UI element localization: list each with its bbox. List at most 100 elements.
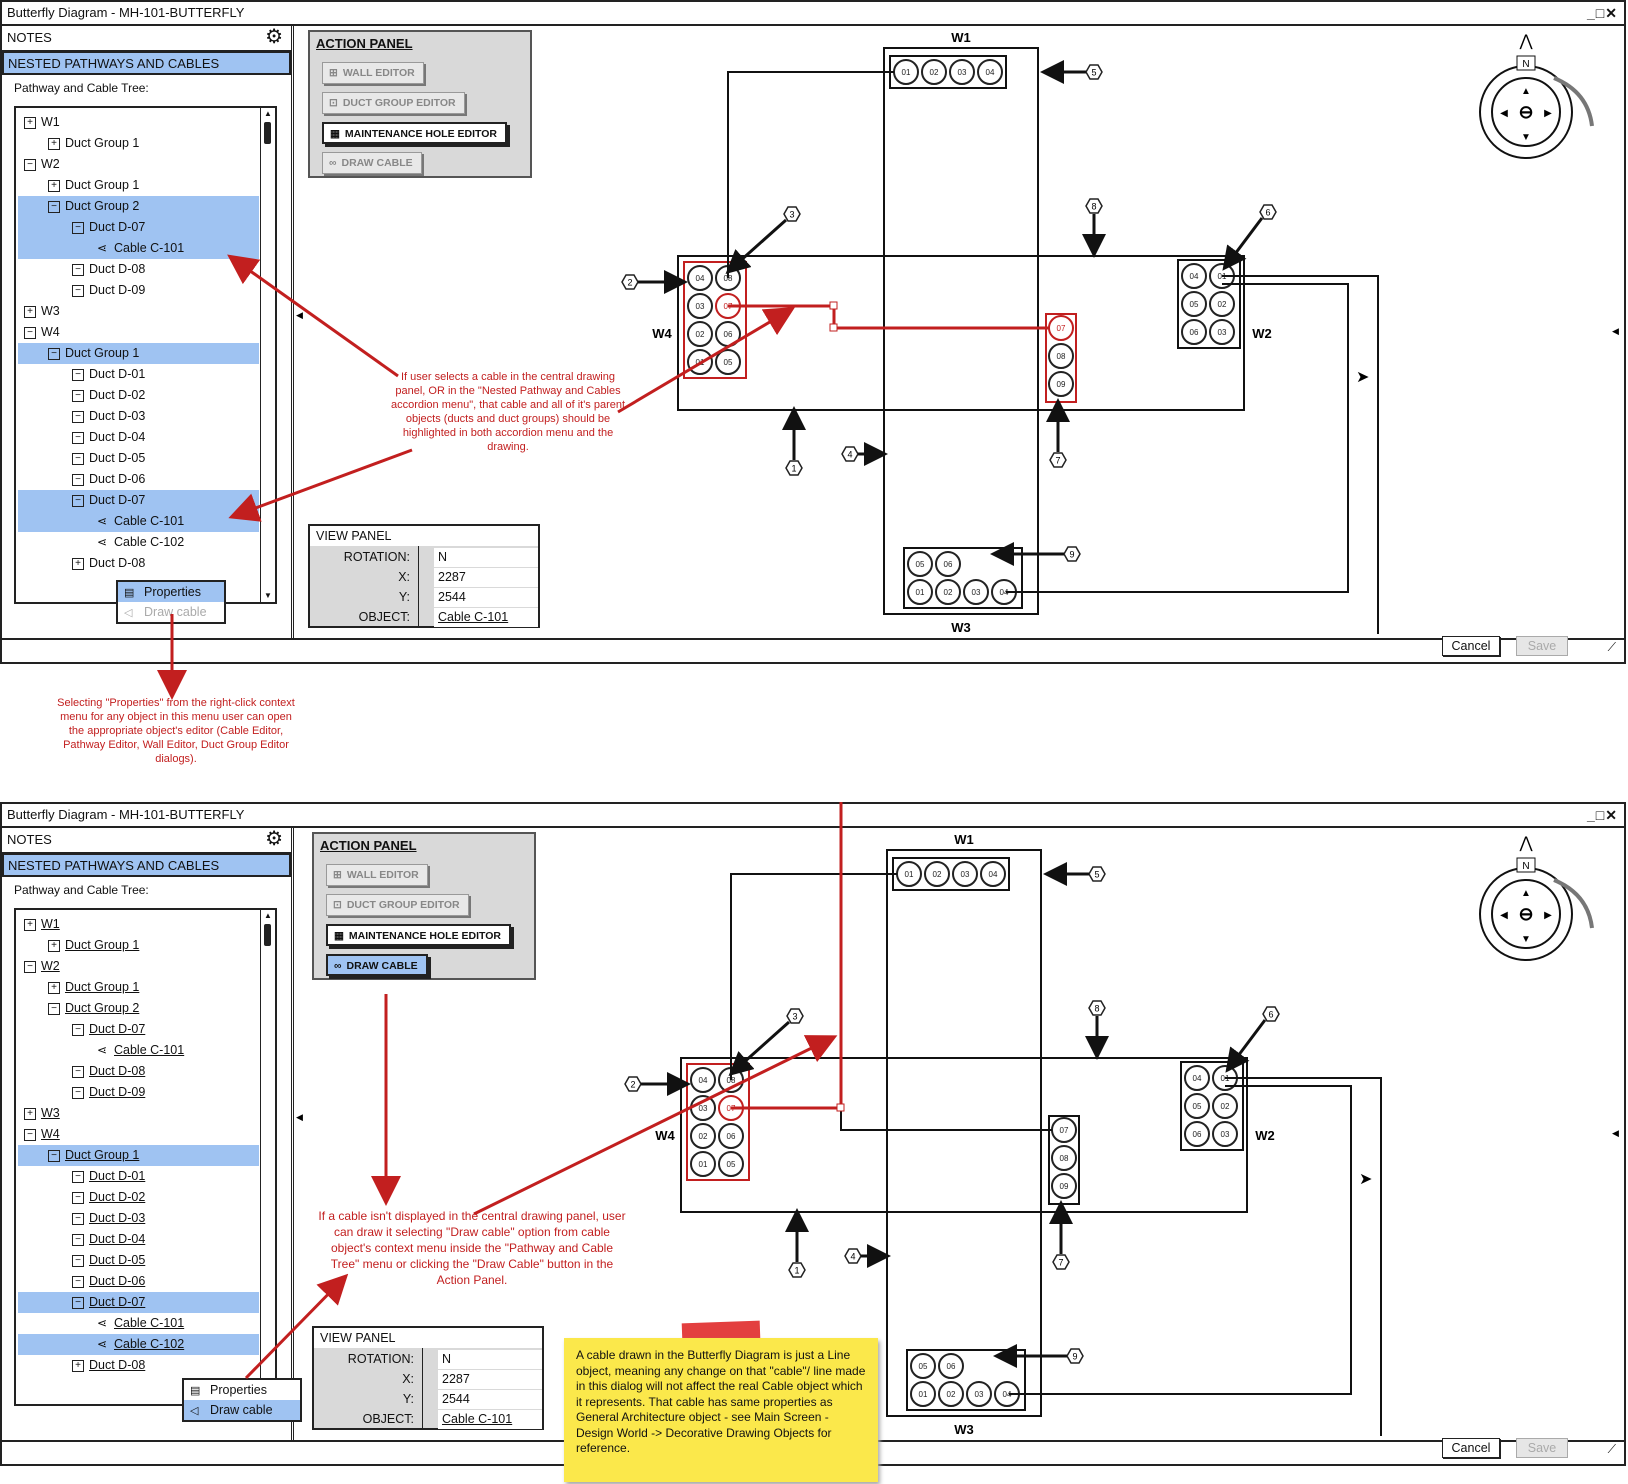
collapse-icon[interactable]: − bbox=[72, 1275, 84, 1288]
collapse-icon[interactable]: − bbox=[72, 263, 84, 276]
tree-item[interactable]: +Duct Group 1 bbox=[18, 133, 259, 154]
tree-item[interactable]: +W3 bbox=[18, 301, 259, 322]
tree-item[interactable]: −Duct D-03 bbox=[18, 1208, 259, 1229]
gear-icon[interactable]: ⚙ bbox=[265, 828, 283, 850]
tree-scrollbar[interactable]: ▲ ▼ bbox=[260, 910, 275, 1404]
wall-editor-button[interactable]: ⊞WALL EDITOR bbox=[322, 62, 424, 84]
tree-item[interactable]: +Duct Group 1 bbox=[18, 175, 259, 196]
tree-item[interactable]: −Duct D-08 bbox=[18, 259, 259, 280]
save-button[interactable]: Save bbox=[1516, 1438, 1568, 1458]
wall-editor-button[interactable]: ⊞WALL EDITOR bbox=[326, 864, 428, 886]
tree-item[interactable]: −Duct Group 2 bbox=[18, 998, 259, 1019]
collapse-icon[interactable]: − bbox=[72, 389, 84, 402]
tree-item[interactable]: −Duct D-05 bbox=[18, 1250, 259, 1271]
tree-item[interactable]: −Duct D-07 bbox=[18, 1019, 259, 1040]
expand-icon[interactable]: + bbox=[72, 1359, 84, 1372]
collapse-icon[interactable]: − bbox=[24, 1128, 36, 1141]
tree-item[interactable]: −Duct D-09 bbox=[18, 1082, 259, 1103]
context-menu-draw-cable[interactable]: ◁Draw cable bbox=[118, 602, 224, 622]
collapse-icon[interactable]: − bbox=[72, 473, 84, 486]
context-menu-properties[interactable]: ▤Properties bbox=[118, 582, 224, 602]
tree-item[interactable]: −Duct D-06 bbox=[18, 469, 259, 490]
expand-icon[interactable]: + bbox=[24, 1107, 36, 1120]
tree-item-cable[interactable]: ⋖Cable C-101 bbox=[18, 511, 259, 532]
collapse-icon[interactable]: − bbox=[48, 347, 60, 360]
collapse-icon[interactable]: − bbox=[48, 1002, 60, 1015]
collapse-icon[interactable]: − bbox=[72, 1212, 84, 1225]
rotation-value[interactable]: N bbox=[434, 548, 538, 567]
scroll-thumb[interactable] bbox=[264, 122, 271, 144]
tree-scrollbar[interactable]: ▲ ▼ bbox=[260, 108, 275, 602]
tree-item[interactable]: +W1 bbox=[18, 112, 259, 133]
collapse-icon[interactable]: − bbox=[72, 410, 84, 423]
duct-group-editor-button[interactable]: ⊡DUCT GROUP EDITOR bbox=[326, 894, 469, 916]
tree-item[interactable]: −Duct D-01 bbox=[18, 364, 259, 385]
tree-item[interactable]: −Duct D-03 bbox=[18, 406, 259, 427]
tree-item[interactable]: +Duct D-08 bbox=[18, 553, 259, 574]
tree-item[interactable]: −Duct D-02 bbox=[18, 1187, 259, 1208]
tree-item[interactable]: −Duct D-06 bbox=[18, 1271, 259, 1292]
expand-icon[interactable]: + bbox=[24, 918, 36, 931]
expand-icon[interactable]: + bbox=[48, 939, 60, 952]
tree-item[interactable]: −Duct D-07 bbox=[18, 490, 259, 511]
collapse-icon[interactable]: − bbox=[72, 1191, 84, 1204]
resize-grip-icon[interactable]: ⟋ bbox=[1607, 1442, 1616, 1456]
x-value[interactable]: 2287 bbox=[438, 1370, 542, 1389]
cancel-button[interactable]: Cancel bbox=[1442, 636, 1500, 656]
collapse-icon[interactable]: − bbox=[72, 368, 84, 381]
tree-item[interactable]: −Duct Group 1 bbox=[18, 343, 259, 364]
tree-item[interactable]: +Duct Group 1 bbox=[18, 935, 259, 956]
gear-icon[interactable]: ⚙ bbox=[265, 26, 283, 48]
collapse-icon[interactable]: − bbox=[72, 452, 84, 465]
tree-item-cable[interactable]: ⋖Cable C-102 bbox=[18, 532, 259, 553]
tree-item[interactable]: −Duct Group 2 bbox=[18, 196, 259, 217]
y-value[interactable]: 2544 bbox=[438, 1390, 542, 1409]
expand-icon[interactable]: + bbox=[48, 981, 60, 994]
save-button[interactable]: Save bbox=[1516, 636, 1568, 656]
scroll-thumb[interactable] bbox=[264, 924, 271, 946]
pathway-cable-tree[interactable]: ▲ ▼ +W1+Duct Group 1−W2+Duct Group 1−Duc… bbox=[14, 908, 277, 1406]
nested-pathways-header[interactable]: NESTED PATHWAYS AND CABLES bbox=[2, 51, 291, 75]
collapse-icon[interactable]: − bbox=[72, 221, 84, 234]
scroll-down-icon[interactable]: ▼ bbox=[264, 591, 272, 600]
x-value[interactable]: 2287 bbox=[434, 568, 538, 587]
draw-cable-button[interactable]: ∞DRAW CABLE bbox=[326, 954, 428, 976]
window-controls[interactable]: _□✕ bbox=[1587, 5, 1618, 21]
y-value[interactable]: 2544 bbox=[434, 588, 538, 607]
tree-item[interactable]: −W4 bbox=[18, 1124, 259, 1145]
collapse-icon[interactable]: − bbox=[48, 200, 60, 213]
context-menu-draw-cable[interactable]: ◁Draw cable bbox=[184, 1400, 300, 1420]
tree-item[interactable]: −Duct Group 1 bbox=[18, 1145, 259, 1166]
collapse-icon[interactable]: − bbox=[72, 1170, 84, 1183]
expand-icon[interactable]: + bbox=[48, 179, 60, 192]
collapse-icon[interactable]: − bbox=[24, 158, 36, 171]
collapse-icon[interactable]: − bbox=[72, 1086, 84, 1099]
window-controls[interactable]: _□✕ bbox=[1587, 807, 1618, 823]
object-value[interactable]: Cable C-101 bbox=[434, 608, 538, 627]
tree-item[interactable]: −Duct D-01 bbox=[18, 1166, 259, 1187]
expand-icon[interactable]: + bbox=[24, 305, 36, 318]
tree-item[interactable]: −Duct D-05 bbox=[18, 448, 259, 469]
resize-grip-icon[interactable]: ⟋ bbox=[1607, 640, 1616, 654]
collapse-icon[interactable]: − bbox=[48, 1149, 60, 1162]
collapse-icon[interactable]: − bbox=[72, 431, 84, 444]
draw-cable-button[interactable]: ∞DRAW CABLE bbox=[322, 152, 422, 174]
collapse-icon[interactable]: − bbox=[72, 1023, 84, 1036]
context-menu-properties[interactable]: ▤Properties bbox=[184, 1380, 300, 1400]
cancel-button[interactable]: Cancel bbox=[1442, 1438, 1500, 1458]
rotation-value[interactable]: N bbox=[438, 1350, 542, 1369]
tree-item[interactable]: +Duct Group 1 bbox=[18, 977, 259, 998]
collapse-icon[interactable]: − bbox=[72, 284, 84, 297]
scroll-up-icon[interactable]: ▲ bbox=[264, 911, 272, 920]
tree-item[interactable]: −Duct D-09 bbox=[18, 280, 259, 301]
tree-item[interactable]: +W1 bbox=[18, 914, 259, 935]
tree-item[interactable]: −Duct D-02 bbox=[18, 385, 259, 406]
collapse-icon[interactable]: − bbox=[72, 1065, 84, 1078]
collapse-icon[interactable]: − bbox=[72, 1254, 84, 1267]
collapse-icon[interactable]: − bbox=[24, 960, 36, 973]
tree-item-cable[interactable]: ⋖Cable C-102 bbox=[18, 1334, 259, 1355]
collapse-icon[interactable]: − bbox=[24, 326, 36, 339]
notes-header[interactable]: NOTES ⚙ bbox=[2, 26, 291, 51]
tree-item[interactable]: −W2 bbox=[18, 154, 259, 175]
expand-icon[interactable]: + bbox=[72, 557, 84, 570]
